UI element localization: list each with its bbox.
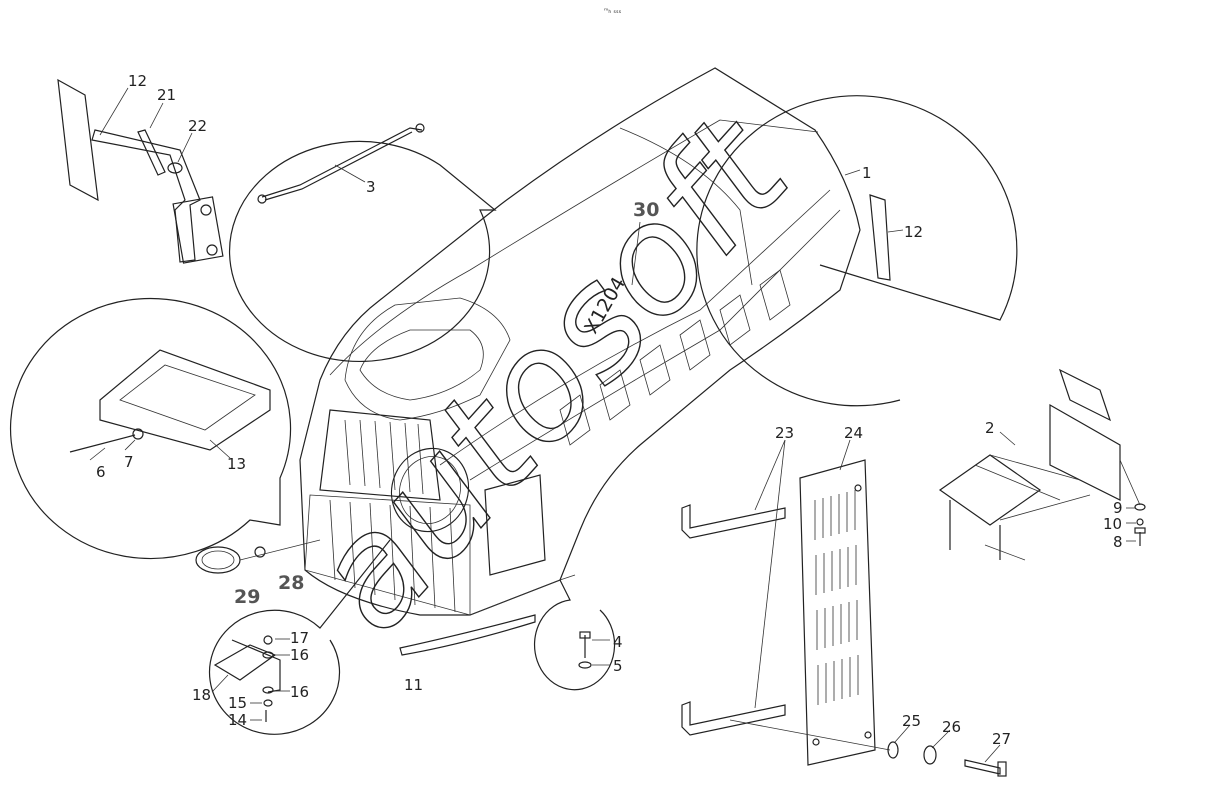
label-15: 15 <box>228 694 247 712</box>
part-labels: 1 2 3 4 5 6 7 8 9 10 11 12 12 13 14 15 1… <box>96 72 1123 748</box>
detail-plate <box>9 297 292 560</box>
label-7: 7 <box>124 453 134 471</box>
label-3: 3 <box>366 178 376 196</box>
detail-bracket <box>57 78 224 264</box>
detail-bolt <box>533 579 616 691</box>
label-2: 2 <box>985 419 995 437</box>
label-27: 27 <box>992 730 1011 748</box>
label-4: 4 <box>613 633 623 651</box>
side-panel <box>681 439 1007 777</box>
label-25: 25 <box>902 712 921 730</box>
detail-rod <box>229 123 497 363</box>
label-16-bottom: 16 <box>290 683 309 701</box>
detail-frame <box>696 95 1146 561</box>
label-12-bracket: 12 <box>128 72 147 90</box>
label-29: 29 <box>234 586 260 608</box>
label-28: 28 <box>278 572 304 594</box>
label-6: 6 <box>96 463 106 481</box>
label-8: 8 <box>1113 533 1123 551</box>
label-14: 14 <box>228 711 247 729</box>
label-30: 30 <box>633 199 659 221</box>
label-9: 9 <box>1113 499 1123 517</box>
label-24: 24 <box>844 424 863 442</box>
label-16-top: 16 <box>290 646 309 664</box>
label-11: 11 <box>404 676 423 694</box>
header-mark: ᵐₕ ₛₛₛ <box>604 7 622 15</box>
label-26: 26 <box>942 718 961 736</box>
label-23: 23 <box>775 424 794 442</box>
label-21: 21 <box>157 86 176 104</box>
label-5: 5 <box>613 657 623 675</box>
label-17: 17 <box>290 629 309 647</box>
emblem <box>195 539 321 574</box>
label-12-side: 12 <box>904 223 923 241</box>
watermark: autosoft <box>277 84 824 664</box>
hood-body <box>299 67 861 616</box>
label-18: 18 <box>192 686 211 704</box>
label-13: 13 <box>227 455 246 473</box>
detail-lock <box>208 539 391 735</box>
label-1: 1 <box>862 164 872 182</box>
label-22: 22 <box>188 117 207 135</box>
part-11-shape <box>399 614 536 656</box>
label-10: 10 <box>1103 515 1122 533</box>
